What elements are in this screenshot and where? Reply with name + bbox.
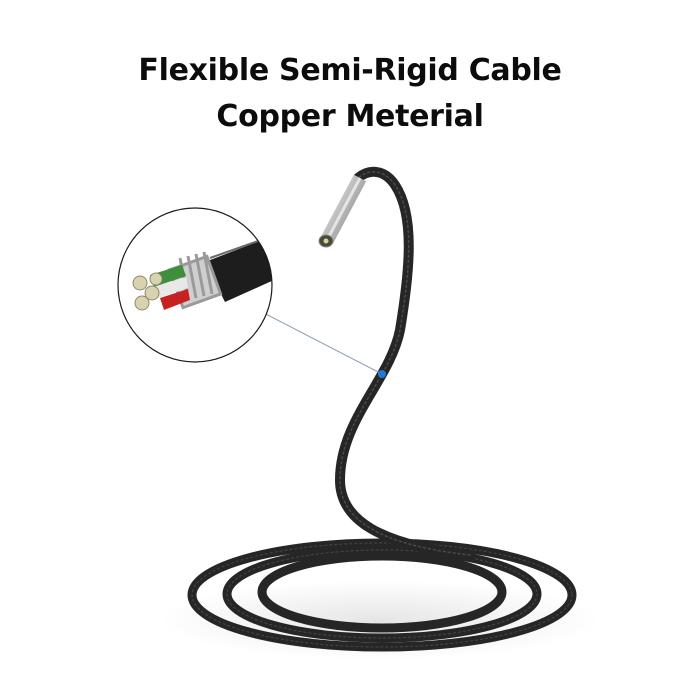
- callout-connector: [252, 304, 386, 378]
- camera-probe: [318, 174, 367, 248]
- headline-line-2: Copper Meterial: [216, 99, 484, 134]
- headline-line-1: Flexible Semi-Rigid Cable: [138, 53, 562, 88]
- cable-cross-section-inset: [117, 207, 273, 363]
- cable-rising: [334, 166, 475, 560]
- headline: Flexible Semi-Rigid Cable Copper Meteria…: [0, 48, 700, 140]
- cable-coil: [187, 538, 577, 652]
